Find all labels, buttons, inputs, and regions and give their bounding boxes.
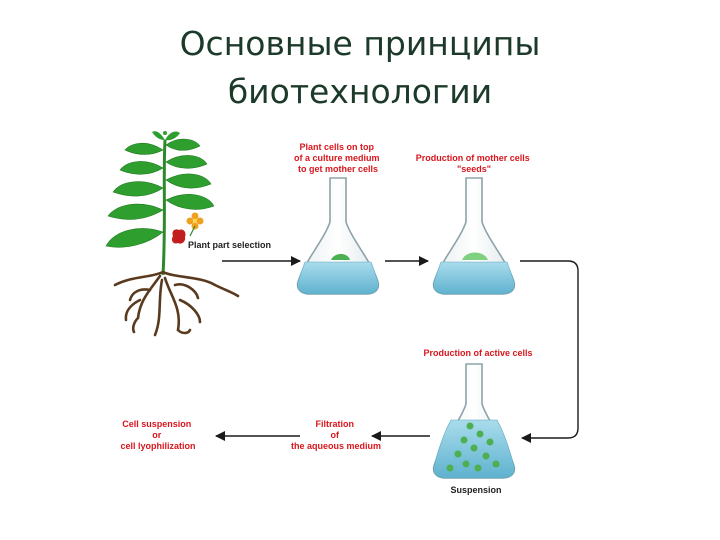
label-cell-suspension: Cell suspension or cell lyophilization bbox=[120, 419, 195, 451]
title-line-1: Основные принципы bbox=[179, 24, 541, 63]
label-plant-part-selection: Plant part selection bbox=[188, 240, 271, 250]
active-cells-dots bbox=[446, 422, 500, 472]
arrow-flask2-to-flask3 bbox=[520, 260, 579, 443]
label-mother-cells: Production of mother cells "seeds" bbox=[416, 153, 533, 174]
label-active-cells: Production of active cells bbox=[423, 348, 532, 358]
flow-arrows bbox=[215, 256, 579, 443]
slide-title: Основные принципы биотехнологии bbox=[0, 20, 720, 116]
selected-part-icon bbox=[171, 229, 186, 244]
label-suspension: Suspension bbox=[450, 485, 501, 495]
flask-active-cells bbox=[432, 363, 516, 479]
flask-culture-medium bbox=[296, 177, 380, 295]
plant-illustration bbox=[105, 131, 240, 337]
flask-mother-cells bbox=[432, 177, 516, 295]
label-filtration: Filtration of the aqueous medium bbox=[291, 419, 381, 451]
title-line-2: биотехнологии bbox=[227, 72, 493, 111]
flower-icon bbox=[186, 212, 204, 237]
label-plant-cells-top: Plant cells on top of a culture medium t… bbox=[294, 142, 382, 174]
